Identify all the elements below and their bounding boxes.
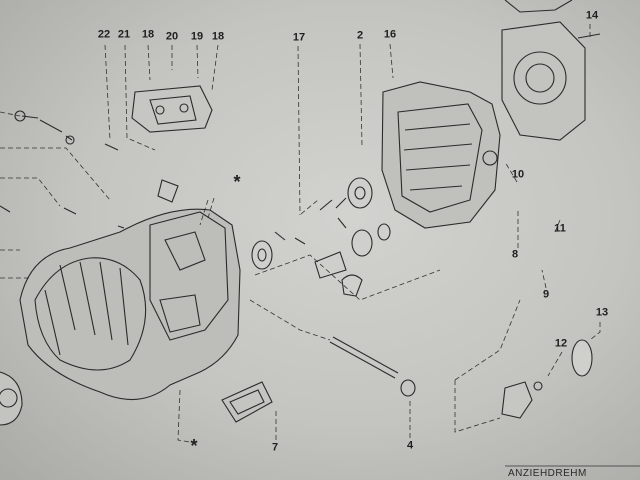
gearbox-housing: [381, 81, 501, 229]
callout-2: 2: [356, 29, 364, 42]
callout-22: 22: [97, 28, 111, 41]
asterisk-marker-bottom: *: [190, 436, 198, 456]
callout-13: 13: [595, 306, 609, 319]
end-cover: [501, 0, 601, 141]
callout-18-right: 18: [211, 30, 225, 43]
callout-16: 16: [383, 28, 397, 41]
leader-lines: [0, 24, 601, 443]
callout-12: 12: [554, 337, 568, 350]
callout-8: 8: [511, 248, 519, 261]
callout-10: 10: [511, 168, 525, 181]
callout-14: 14: [585, 9, 599, 22]
output-flange: [501, 339, 593, 419]
gear-set: [251, 177, 391, 297]
small-parts-left: [0, 110, 179, 229]
callout-11: 11: [554, 222, 566, 235]
asterisk-marker-top: *: [233, 172, 241, 192]
callout-21: 21: [117, 28, 131, 41]
callout-4: 4: [406, 439, 414, 452]
callout-18-left: 18: [141, 28, 155, 41]
gasket: [221, 381, 273, 423]
callout-19: 19: [190, 30, 204, 43]
callout-20: 20: [165, 30, 179, 43]
shaft: [329, 336, 416, 397]
footer-text: ANZIEHDREHM: [508, 468, 587, 479]
callout-7: 7: [271, 441, 279, 454]
selector-cover: [131, 85, 213, 133]
callout-9: 9: [542, 288, 550, 301]
callout-17: 17: [292, 31, 306, 44]
transmission-case: [0, 208, 241, 426]
